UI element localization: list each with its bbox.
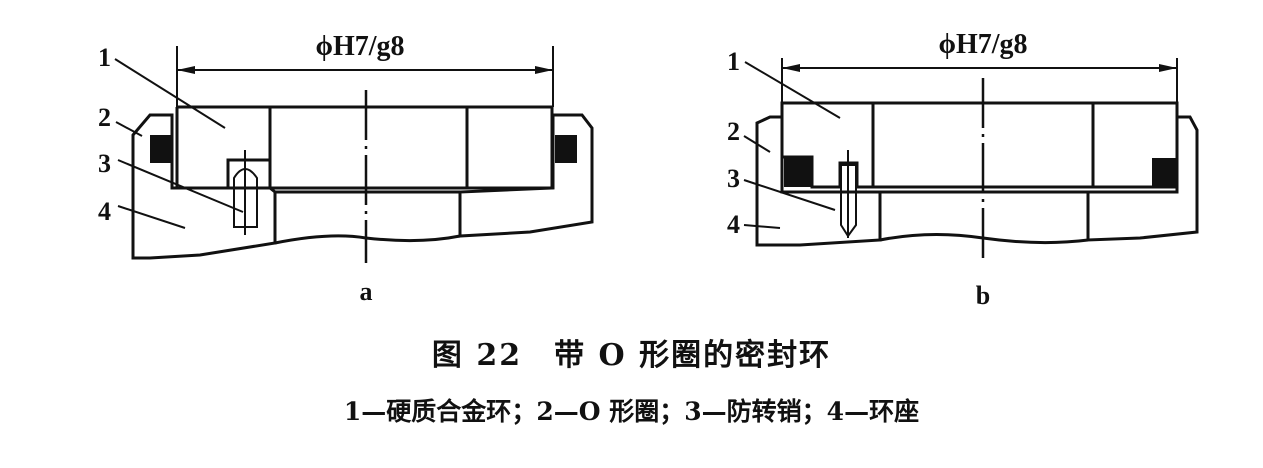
bore-edge (274, 234, 461, 245)
anti-rotation-pin (233, 168, 258, 228)
o-ring (784, 158, 812, 187)
legend-item: 1—硬质合金环； (343, 397, 537, 426)
dimension-line (781, 58, 1178, 103)
part-number-4: 4 (727, 210, 740, 239)
ring-seat (755, 115, 882, 247)
figure-legend: 1—硬质合金环；2—O 形圈；3—防转销；4—环座 (0, 392, 1263, 428)
anti-rotation-pin (840, 164, 857, 238)
figure-caption: 图 22 带 O 形圈的密封环 (0, 330, 1263, 374)
diagram-a: ϕH7/g8 1 2 3 4 a (98, 31, 594, 306)
legend-item: 4—环座 (826, 397, 920, 426)
part-number-2: 2 (727, 117, 740, 146)
hard-alloy-ring (465, 105, 554, 190)
ring-seat (1086, 115, 1199, 242)
ring-seat (458, 113, 594, 238)
diagram-label-b: b (976, 281, 990, 310)
legend-item: 3—防转销； (684, 397, 827, 426)
o-ring (555, 135, 577, 163)
part-number-4: 4 (98, 197, 111, 226)
fit-dimension-label: ϕH7/g8 (938, 29, 1027, 60)
figure-title: 带 O 形圈的密封环 (554, 338, 832, 373)
diagram-b: ϕH7/g8 1 2 3 4 b (727, 29, 1199, 310)
part-number-2: 2 (98, 103, 111, 132)
part-number-3: 3 (727, 164, 740, 193)
figure-number: 图 22 (431, 338, 523, 373)
o-ring (150, 135, 172, 163)
diagram-label-a: a (360, 277, 373, 306)
hard-alloy-ring (780, 101, 875, 189)
fit-dimension-label: ϕH7/g8 (315, 31, 404, 62)
hard-alloy-ring (1091, 101, 1179, 189)
legend-item: 2—O 形圈； (536, 397, 685, 426)
part-number-1: 1 (98, 43, 111, 72)
part-number-1: 1 (727, 47, 740, 76)
part-number-3: 3 (98, 149, 111, 178)
o-ring (1152, 158, 1177, 187)
